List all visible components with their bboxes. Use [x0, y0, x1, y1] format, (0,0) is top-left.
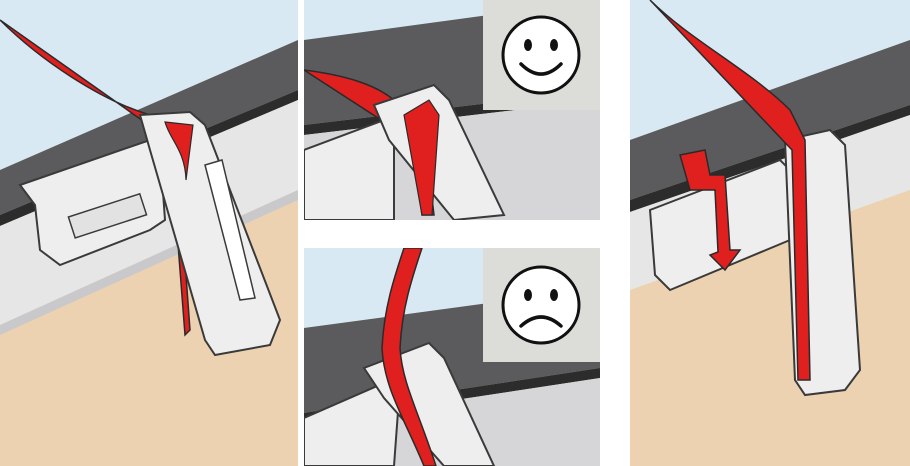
smiley-face-icon	[483, 0, 600, 110]
panel-step-1	[0, 0, 298, 466]
correct-indicator	[483, 0, 600, 110]
incorrect-indicator	[483, 248, 600, 362]
step-1-illustration	[0, 0, 298, 466]
frowning-face-icon	[483, 248, 600, 362]
panel-step-2	[630, 0, 910, 466]
step-2-illustration	[630, 0, 910, 466]
